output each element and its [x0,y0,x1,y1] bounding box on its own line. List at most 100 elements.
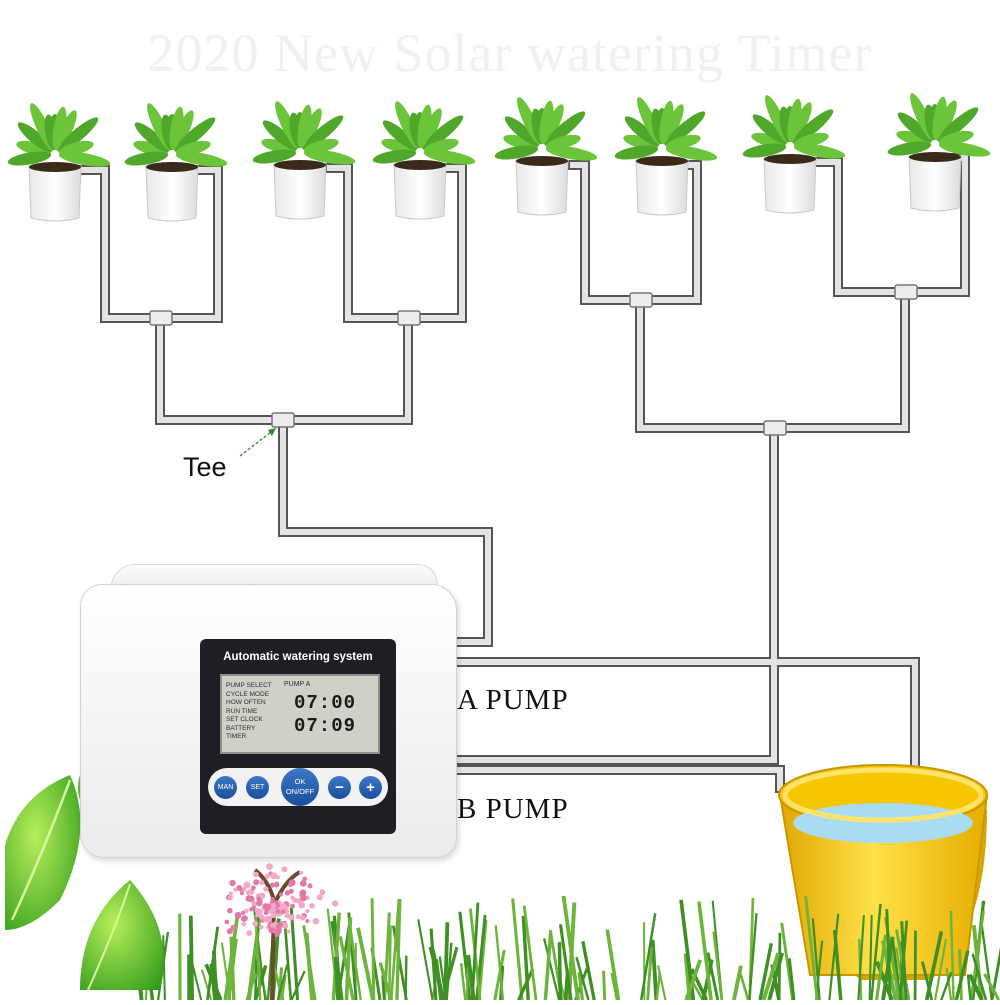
blossom-petal [259,915,264,920]
grass-blade [604,971,605,1000]
grass-blade [372,898,374,1000]
blossom-petal [298,902,305,909]
plant-pot [29,166,81,221]
blossom-petal [270,872,277,879]
tee-fitting [630,293,652,307]
blossom-petal [271,913,277,919]
blossom-petal [317,894,323,900]
blossom-petal [229,891,233,895]
potted-plant [7,101,112,221]
plus-button[interactable]: + [359,776,382,799]
watering-controller: Automatic watering system PUMP SELECT CY… [80,564,460,860]
grass-blade [291,908,297,1000]
blossom-petal [284,914,288,918]
set-button[interactable]: SET [246,776,269,799]
plant-row [7,91,992,221]
blossom-petal [224,920,229,925]
blossom-petal [241,911,245,915]
blossom-petal [285,890,290,895]
blossom-petal [243,882,250,889]
blossom-petal [305,919,309,923]
minus-button[interactable]: − [328,776,351,799]
pot-soil [909,152,961,162]
grass-blade [559,942,560,1000]
blossom-petal [259,880,264,885]
lcd-menu: PUMP SELECT CYCLE MODE HOW OFTEN RUN TIM… [226,682,272,742]
blossom-petal [268,927,275,934]
potted-plant [252,99,357,219]
pump-a-label: A PUMP [457,684,569,717]
plant-pot [394,164,446,219]
pump-b-label: B PUMP [457,793,569,826]
blossom-petal [320,889,326,895]
blossom-petal [266,863,273,870]
water-surface [793,803,973,843]
grass-blade [653,940,657,1000]
potted-plant [614,95,719,215]
blossom-petal [249,907,253,911]
blossom-petal [228,895,233,900]
blossom-petal [252,921,258,927]
blossom-petal [256,900,263,907]
blossom-petal [246,930,252,936]
plant-pot [516,160,568,215]
blossom-petal [290,904,295,909]
lcd-row: TIMER [226,733,272,742]
blossom-petal [230,925,236,931]
leaf-icon [80,880,164,990]
tee-fitting [150,311,172,325]
blossom-petal [241,922,246,927]
grass-blade [336,957,338,1000]
blossom-petal [309,903,314,908]
lcd-row: BATTERY [226,725,272,734]
blossom-petal [253,879,259,885]
blossom-petal [241,917,245,921]
blossom-petal [273,921,278,926]
ok-label: OK [281,777,319,787]
grass-blade [657,973,660,1000]
grass-blade [607,930,618,1000]
potted-plant [124,101,229,221]
pot-soil [146,162,198,172]
lcd-row: RUN TIME [226,708,272,717]
blossom-petal [265,874,270,879]
onoff-label: ON/OFF [281,787,319,797]
grass-blade [461,963,465,1000]
lcd-row: HOW OFTEN [226,699,272,708]
blossom-petal [299,871,303,875]
lcd-row: CYCLE MODE [226,691,272,700]
blossom-petal [286,929,290,933]
lcd-pump-indicator: PUMP A [284,681,310,688]
blossom-petal [308,883,313,888]
tee-fittings [150,285,917,435]
tee-fitting [895,285,917,299]
panel-title: Automatic watering system [200,651,396,663]
potted-plant [887,91,992,211]
plant-pot [274,164,326,219]
blossom-petal [255,913,259,917]
blossom-petal [276,909,281,914]
plant-pot [764,158,816,213]
blossom-petal [281,866,287,872]
blossom-petal [265,907,270,912]
blossom-petal [270,897,275,902]
pot-soil [636,156,688,166]
watermark-title: 2020 New Solar watering Timer [60,22,960,84]
blossom-petal [240,891,244,895]
tee-fitting [272,413,294,427]
blossom-petal [332,900,338,906]
blossom-petal [288,914,294,920]
lcd-row: SET CLOCK [226,716,272,725]
man-button[interactable]: MAN [214,776,237,799]
blossom-petal [253,872,259,878]
blossom-petal [259,925,263,929]
potted-plant [742,93,847,213]
tee-fitting [398,311,420,325]
blossom-petal [248,896,254,902]
lcd-display: PUMP SELECT CYCLE MODE HOW OFTEN RUN TIM… [220,674,380,754]
lcd-time-run: 07:09 [294,715,356,737]
blossom-petal [300,880,307,887]
ok-onoff-button[interactable]: OK ON/OFF [281,768,319,806]
blossom-petal [300,915,306,921]
grass-blade [734,966,741,1000]
